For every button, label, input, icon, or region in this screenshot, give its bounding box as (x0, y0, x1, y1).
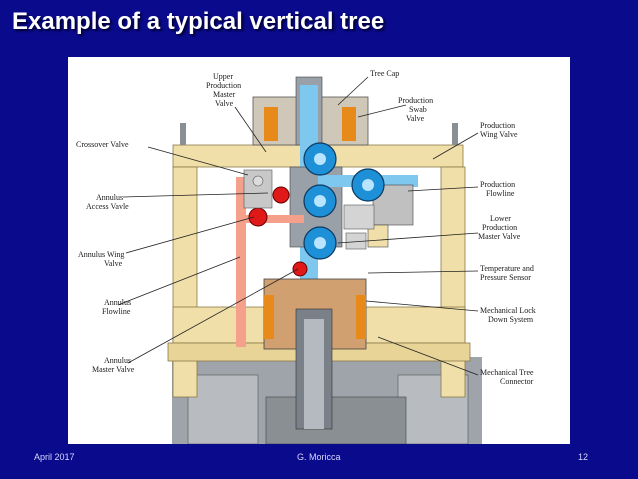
tree-frame (167, 123, 471, 398)
vertical-tree-diagram: Upper Production Master Valve Tree Cap P… (68, 57, 570, 444)
label-annulus-access-valve: Annulus Access Vavle (86, 193, 129, 211)
production-valves (303, 142, 385, 260)
footer-page-number: 12 (578, 452, 589, 462)
label-annulus-wing-valve: Annulus Wing Valve (78, 250, 126, 268)
label-production-flowline: Production Flowline (480, 180, 517, 198)
footer-date: April 2017 (34, 452, 75, 462)
label-crossover-valve: Crossover Valve (76, 140, 129, 149)
vertical-tree-illustration: Upper Production Master Valve Tree Cap P… (76, 69, 538, 444)
leader-lines (117, 76, 479, 376)
label-production-swab-valve: Production Swab Valve (398, 96, 435, 123)
label-annulus-master-valve: Annulus Master Valve (92, 356, 135, 374)
label-mechanical-lock-down-system: Mechanical Lock Down System (480, 306, 538, 324)
label-lower-production-master-valve: Lower Production Master Valve (478, 214, 521, 241)
label-upper-production-master-valve: Upper Production Master Valve (206, 72, 243, 108)
footer-author: G. Moricca (297, 452, 341, 462)
label-mechanical-tree-connector: Mechanical Tree Connector (480, 368, 536, 386)
lower-body (263, 278, 367, 430)
label-production-wing-valve: Production Wing Valve (480, 121, 518, 139)
label-annulus-flowline: Annulus Flowline (102, 298, 133, 316)
label-tree-cap: Tree Cap (370, 69, 399, 78)
sensor-blocks (343, 204, 375, 250)
annulus-valves (243, 169, 308, 277)
annulus-line (236, 177, 304, 347)
label-temperature-pressure-sensor: Temperature and Pressure Sensor (480, 264, 536, 282)
slide-title: Example of a typical vertical tree (12, 8, 385, 35)
